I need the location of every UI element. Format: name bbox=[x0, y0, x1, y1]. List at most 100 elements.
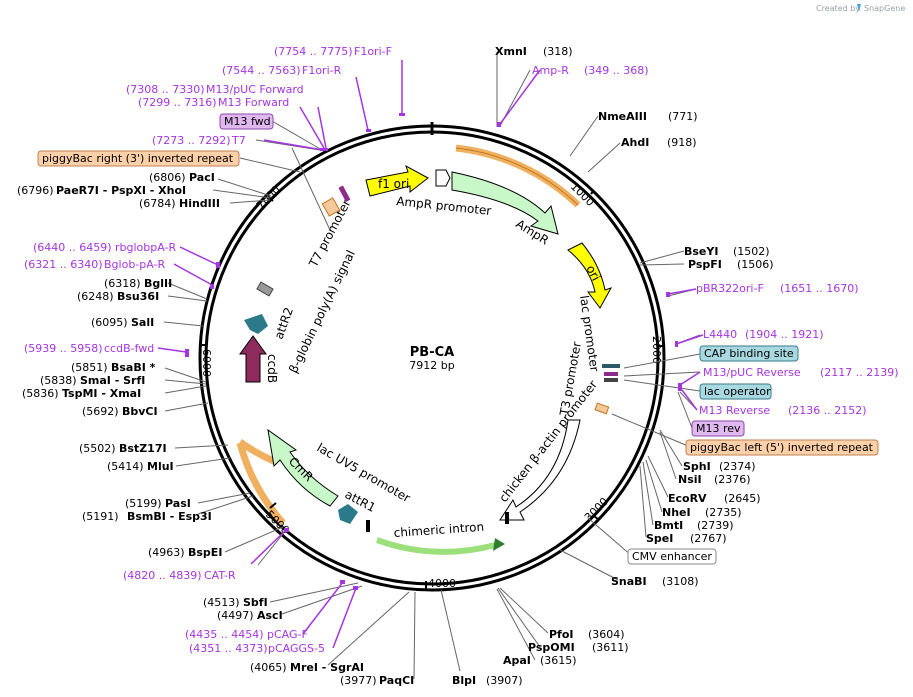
ampr-promoter-label: AmpR promoter bbox=[396, 194, 492, 218]
piggybac-right-arc-line bbox=[455, 147, 579, 206]
primer-pcaggs-5: pCAGGS-5 bbox=[268, 642, 325, 655]
primer-bglob-pa-r: Bglob-pA-R bbox=[104, 258, 166, 271]
svg-text:(2739): (2739) bbox=[697, 519, 734, 532]
enzyme-blpi: BlpI bbox=[452, 674, 476, 687]
primer-m13-puc-forward: M13/pUC Forward bbox=[206, 83, 304, 96]
primer-cat-r: CAT-R bbox=[204, 569, 236, 582]
primer-ampr: Amp-R bbox=[532, 64, 569, 77]
piggybac-right-box bbox=[321, 197, 341, 217]
enzyme-bsabi: BsaBI * bbox=[111, 361, 156, 374]
lac-op-marker bbox=[604, 372, 618, 376]
primer-m13-forward: M13 Forward bbox=[218, 96, 289, 109]
svg-text:(5838): (5838) bbox=[40, 374, 77, 387]
svg-text:(3907): (3907) bbox=[486, 674, 523, 687]
ampr-arrow bbox=[451, 171, 559, 235]
svg-text:(1651 .. 1670): (1651 .. 1670) bbox=[780, 282, 859, 295]
enzyme-hindiii: HindIII bbox=[179, 197, 220, 210]
svg-text:(2735): (2735) bbox=[705, 506, 742, 519]
enzyme-pfoi: PfoI bbox=[549, 628, 574, 641]
chicken-promoter-arrow bbox=[499, 419, 581, 521]
ccdb-label: ccdB bbox=[265, 354, 279, 383]
enzyme-sphi: SphI bbox=[683, 460, 711, 473]
primer-pcag-f: pCAG-F bbox=[267, 628, 308, 641]
intron-marker-right bbox=[505, 512, 509, 524]
svg-text:(318): (318) bbox=[543, 45, 573, 58]
enzyme-apai: ApaI bbox=[503, 654, 531, 667]
svg-text:(2767): (2767) bbox=[690, 532, 727, 545]
svg-text:(3611): (3611) bbox=[592, 641, 629, 654]
cmr-arrow bbox=[267, 428, 339, 507]
attr1-arrow bbox=[338, 504, 358, 524]
primer-ccdb-fwd: ccdB-fwd bbox=[104, 342, 154, 355]
enzyme-labels-left: (3977) PaqCI (4065) MreI - SgrAI (4497) … bbox=[17, 171, 414, 687]
cap-label: CAP binding site bbox=[704, 347, 794, 360]
plasmid-length: 7912 bp bbox=[409, 359, 454, 372]
enzyme-nsii: NsiI bbox=[678, 473, 702, 486]
svg-text:(6796): (6796) bbox=[17, 184, 54, 197]
chimeric-intron-arrow-icon bbox=[493, 538, 505, 551]
cmv-label: CMV enhancer bbox=[632, 550, 712, 563]
svg-text:(2136 .. 2152): (2136 .. 2152) bbox=[788, 404, 867, 417]
svg-text:(5502): (5502) bbox=[79, 442, 116, 455]
enzyme-bseyi: BseYI bbox=[684, 245, 718, 258]
m13fwd-label: M13 fwd bbox=[224, 115, 271, 128]
enzyme-smai-srfi: SmaI - SrfI bbox=[80, 374, 145, 387]
svg-text:(6321 .. 6340): (6321 .. 6340) bbox=[24, 258, 103, 271]
primer-f1ori-f: F1ori-F bbox=[354, 45, 392, 58]
svg-text:(7308 .. 7330): (7308 .. 7330) bbox=[126, 83, 205, 96]
intron-marker-left bbox=[366, 520, 370, 532]
svg-text:(1502): (1502) bbox=[733, 245, 770, 258]
enzyme-bspei: BspEI bbox=[188, 546, 222, 559]
enzyme-sali: SalI bbox=[131, 316, 154, 329]
leader-lines bbox=[163, 52, 701, 680]
bglobin-marker bbox=[256, 281, 274, 297]
m13fwd-box bbox=[219, 113, 274, 130]
primer-m13-puc-reverse: M13/pUC Reverse bbox=[703, 366, 801, 379]
enzyme-paqci: PaqCI bbox=[379, 674, 414, 687]
cap-marker bbox=[602, 364, 620, 368]
primer-l4440: L4440 bbox=[703, 328, 737, 341]
ori-label: ori bbox=[583, 263, 603, 283]
svg-text:(4820 .. 4839): (4820 .. 4839) bbox=[123, 569, 202, 582]
plasmid-name: PB-CA bbox=[410, 345, 454, 360]
svg-text:(4963): (4963) bbox=[148, 546, 185, 559]
enzyme-bsu36i: Bsu36I bbox=[117, 290, 159, 303]
svg-text:(7544 .. 7563): (7544 .. 7563) bbox=[222, 64, 301, 77]
enzyme-tspmi-xmai: TspMI - XmaI bbox=[62, 387, 141, 400]
brand-text: SnapGene bbox=[864, 4, 905, 13]
svg-text:(3604): (3604) bbox=[588, 628, 625, 641]
enzyme-pspomi: PspOMI bbox=[528, 641, 575, 654]
svg-text:(4351 .. 4373): (4351 .. 4373) bbox=[189, 642, 268, 655]
primer-marks bbox=[185, 113, 682, 590]
piggybac-left-arc-2 bbox=[236, 442, 286, 526]
piggy-right-box bbox=[37, 150, 240, 167]
svg-text:(5414): (5414) bbox=[107, 460, 144, 473]
svg-text:(4513): (4513) bbox=[203, 596, 240, 609]
attr2-label: attR2 bbox=[272, 305, 296, 341]
svg-text:(5836): (5836) bbox=[22, 387, 59, 400]
t7-marker bbox=[338, 185, 351, 203]
svg-text:(5851): (5851) bbox=[71, 361, 108, 374]
svg-text:(6248): (6248) bbox=[77, 290, 114, 303]
svg-text:(5199): (5199) bbox=[125, 497, 162, 510]
svg-text:(3977): (3977) bbox=[340, 674, 377, 687]
svg-text:(1506): (1506) bbox=[737, 258, 774, 271]
primer-f1ori-r: F1ori-R bbox=[302, 64, 342, 77]
enzyme-ecorv: EcoRV bbox=[668, 492, 707, 505]
attr2-arrow bbox=[244, 314, 268, 334]
enzyme-asci: AscI bbox=[257, 609, 283, 622]
piggy-left-box bbox=[685, 439, 879, 456]
svg-text:(2117 .. 2139): (2117 .. 2139) bbox=[820, 366, 899, 379]
enzyme-paci: PacI bbox=[189, 171, 215, 184]
lac-promoter-marker bbox=[604, 378, 618, 382]
svg-text:(3615): (3615) bbox=[540, 654, 577, 667]
svg-text:1000: 1000 bbox=[568, 180, 597, 209]
enzyme-labels-right: XmnI (318) NmeAIII (771) AhdI (918) BseY… bbox=[452, 45, 774, 687]
svg-text:(3108): (3108) bbox=[662, 575, 699, 588]
ccdb-arrow bbox=[239, 335, 267, 383]
svg-text:(6095): (6095) bbox=[91, 316, 128, 329]
svg-text:(6784): (6784) bbox=[139, 197, 176, 210]
m13rev-label: M13 rev bbox=[696, 422, 741, 435]
svg-text:6000: 6000 bbox=[200, 349, 213, 377]
